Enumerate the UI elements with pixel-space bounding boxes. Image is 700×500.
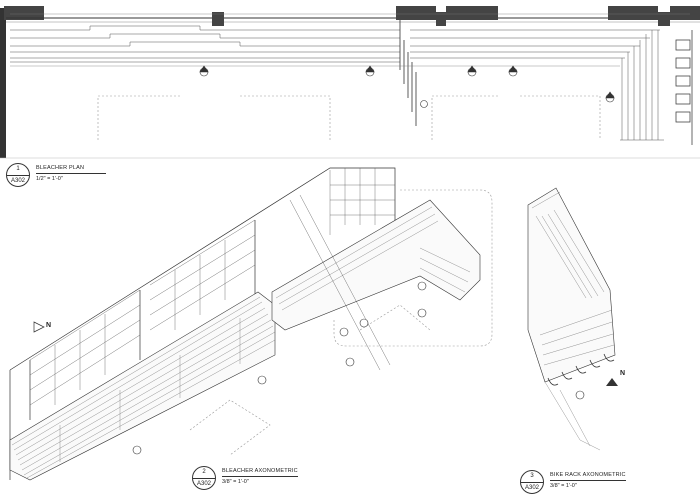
section-lines [289,194,391,371]
column-block [212,12,224,26]
title-block-bleacher-axon: 2 A302 BLEACHER AXONOMETRIC 3/8" = 1'-0" [192,466,298,490]
bike-rack-loops [547,353,615,386]
dashed-outlines [97,95,601,140]
bike-rack-plan [675,30,693,145]
drawing-scale: 3/8" = 1'-0" [550,483,577,489]
window-grid [29,168,395,406]
dimension-lines [10,13,690,67]
bleacher-long-axon [9,291,276,481]
bleacher-steps-right [410,29,660,59]
axon-floor-dashed [189,189,493,456]
drawing-number: 2 [193,467,215,479]
bike-rack-marker [575,390,585,400]
title-block-bike-rack-axon: 3 A302 BIKE RACK AXONOMETRIC 3/8" = 1'-0… [520,470,626,494]
north-arrow-right-icon [606,378,618,386]
drawing-number: 1 [7,164,29,176]
north-arrow-icon [33,321,45,333]
sheet-number: A302 [524,485,539,491]
window-wall [9,167,396,480]
drawing-bubble: 3 A302 [520,470,544,494]
bleacher-steps-left [10,25,400,63]
bleacher-mid-axon [271,199,481,331]
drawing-title: BIKE RACK AXONOMETRIC [550,472,626,481]
sheet-number: A302 [10,178,25,184]
drawing-scale: 1/2" = 1'-0" [36,176,63,182]
bleacher-plan-drawing [0,6,700,159]
axon-markers [132,281,427,455]
bike-rack-floor [544,381,601,451]
stair-break [399,20,417,126]
bleacher-long-steps [11,296,276,479]
bike-rack-axon [527,187,616,383]
drawing-bubble: 1 A302 [6,163,30,187]
drawing-title: BLEACHER PLAN [36,165,106,174]
column-block [658,12,670,26]
column-block [446,6,498,20]
bleacher-steps-corner [620,30,664,141]
title-block-bleacher-plan: 1 A302 BLEACHER PLAN 1/2" = 1'-0" [6,163,106,187]
north-label: N [46,322,52,329]
drawing-bubble: 2 A302 [192,466,216,490]
sheet-number: A302 [196,481,211,487]
column-block [608,6,658,20]
section-markers [199,65,615,108]
column-block [436,12,446,26]
column-block [4,6,44,20]
north-label-right: N [620,370,626,377]
drawing-number: 3 [521,471,543,483]
column-block [670,6,700,20]
column-block [396,6,436,20]
drawing-scale: 3/8" = 1'-0" [222,479,249,485]
drawing-title: BLEACHER AXONOMETRIC [222,468,298,477]
bike-rack-steps [531,191,615,366]
bleacher-mid-steps [275,206,471,311]
